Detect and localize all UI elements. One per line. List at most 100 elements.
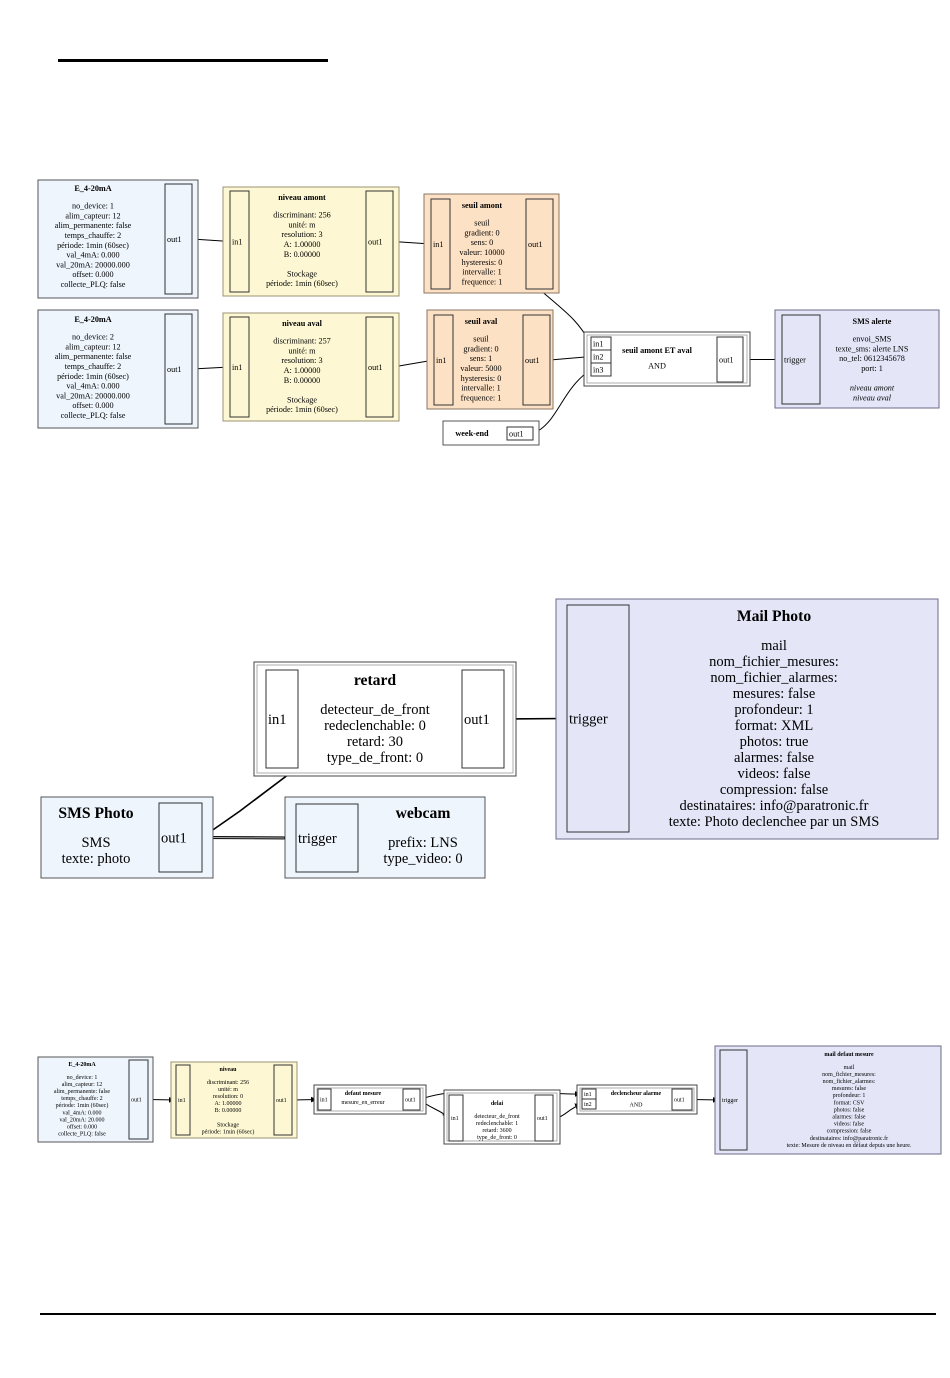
port-in2[interactable] <box>581 1098 597 1110</box>
node-property: Stockage <box>287 269 317 278</box>
node-property: période: 1min (60sec) <box>202 1128 255 1135</box>
node-title: webcam <box>396 805 451 822</box>
node-property: alim_capteur: 12 <box>65 342 120 351</box>
port-in1[interactable] <box>265 669 299 769</box>
port-label: in1 <box>593 339 603 348</box>
node-property: destinataires: info@paratronic.fr <box>810 1135 888 1142</box>
port-label: in1 <box>436 356 446 365</box>
node-title: niveau <box>219 1067 237 1073</box>
node-frame <box>555 598 939 840</box>
node-frame <box>37 179 199 299</box>
port-label: out1 <box>161 831 187 847</box>
node-property: mesures: false <box>832 1085 866 1092</box>
port-trigger[interactable] <box>719 1049 748 1151</box>
port-in1[interactable] <box>229 190 250 293</box>
node-property: val_4mA: 0.000 <box>63 1110 102 1116</box>
port-trigger[interactable] <box>781 314 821 405</box>
port-trigger[interactable] <box>295 803 359 873</box>
node-title: week-end <box>455 429 489 438</box>
port-out1[interactable] <box>402 1088 421 1111</box>
port-out1[interactable] <box>522 314 551 406</box>
port-in1[interactable] <box>317 1088 332 1111</box>
node-property: alim_capteur: 12 <box>62 1082 103 1088</box>
node-property: AND <box>630 1102 644 1108</box>
port-out1[interactable] <box>158 802 203 873</box>
port-in1[interactable] <box>175 1064 191 1136</box>
port-out1[interactable] <box>365 190 394 293</box>
port-out1[interactable] <box>506 426 534 441</box>
port-out1[interactable] <box>525 198 554 290</box>
port-in1[interactable] <box>433 314 454 406</box>
port-out1[interactable] <box>716 336 744 383</box>
node-property: no_device: 1 <box>67 1075 98 1081</box>
port-out1[interactable] <box>128 1059 149 1140</box>
node-frame <box>222 186 400 297</box>
node-property: alarmes: false <box>832 1113 865 1120</box>
port-label: out1 <box>167 235 182 244</box>
node-frame <box>423 193 560 294</box>
port-out1[interactable] <box>273 1064 293 1136</box>
port-label: out1 <box>464 712 490 728</box>
node-property: mesures: false <box>733 686 816 702</box>
port-in1[interactable] <box>430 198 451 290</box>
node-property: destinataires: info@paratronic.fr <box>680 798 869 814</box>
node-property: texte: Mesure de niveau en défaut depuis… <box>787 1142 912 1149</box>
node-property: profondeur: 1 <box>734 702 813 718</box>
node-frame <box>37 1056 154 1143</box>
port-out1[interactable] <box>365 316 394 418</box>
node-title: E_4-20mA <box>74 184 111 193</box>
node-property: unité: m <box>288 220 316 229</box>
port-label: in1 <box>320 1098 328 1104</box>
port-out1[interactable] <box>671 1088 693 1111</box>
node-property: AND <box>648 362 666 371</box>
node-property: mail <box>761 638 787 654</box>
node-property: frequence: 1 <box>462 277 503 286</box>
node-property: collecte_PLQ: false <box>61 411 126 420</box>
node-property: sens: 1 <box>470 354 493 363</box>
node-title: E_4-20mA <box>68 1062 96 1068</box>
node-property: val_20mA: 20000.000 <box>56 391 130 400</box>
node-property: SMS <box>81 835 110 851</box>
port-out1[interactable] <box>461 669 505 769</box>
port-label: trigger <box>298 831 337 847</box>
node-property: discriminant: 257 <box>273 337 331 346</box>
port-label: out1 <box>528 240 543 249</box>
port-in3[interactable] <box>590 362 612 377</box>
node-property: A: 1.00000 <box>215 1101 242 1107</box>
node-inner-frame <box>316 1087 424 1112</box>
node-property: frequence: 1 <box>461 393 502 402</box>
node-property: valeur: 10000 <box>459 248 504 257</box>
port-out1[interactable] <box>534 1094 554 1142</box>
node-property: videos: false <box>834 1121 864 1128</box>
port-trigger[interactable] <box>566 604 630 833</box>
node-property: alim_capteur: 12 <box>65 211 120 220</box>
port-in1[interactable] <box>448 1094 464 1142</box>
node-property: nom_fichier_alarmes: <box>710 670 837 686</box>
port-label: out1 <box>276 1098 287 1104</box>
port-in1[interactable] <box>229 316 250 418</box>
port-out1[interactable] <box>164 313 193 425</box>
port-out1[interactable] <box>164 183 193 295</box>
